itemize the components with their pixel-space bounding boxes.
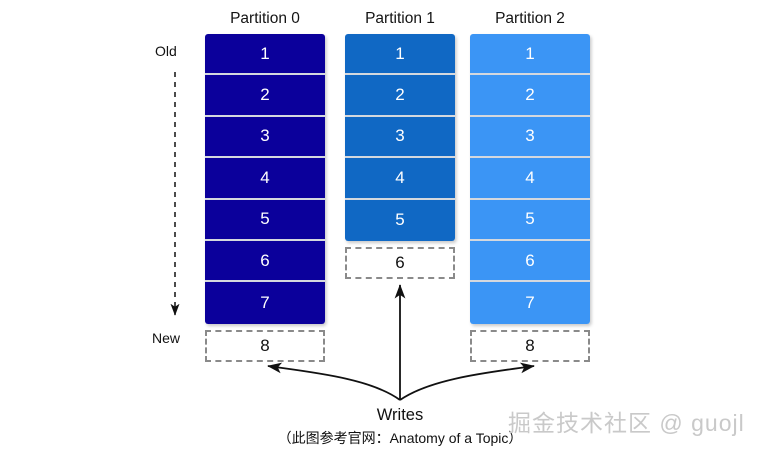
watermark: 掘金技术社区 @ guojl xyxy=(508,410,745,436)
partition-0-cell: 3 xyxy=(205,116,325,159)
partition-0-cell: 7 xyxy=(205,282,325,324)
partition-1-cell: 4 xyxy=(345,158,455,200)
partition-2-cell: 1 xyxy=(470,34,590,76)
partition-2-cell: 7 xyxy=(470,282,590,324)
partition-0-title: Partition 0 xyxy=(230,10,300,27)
partition-0-cell: 4 xyxy=(205,158,325,200)
partition-0-cell: 2 xyxy=(205,75,325,117)
axis-label-new: New xyxy=(152,330,181,346)
partition-0-cell: 1 xyxy=(205,34,325,76)
partition-1-cell: 3 xyxy=(345,116,455,159)
partition-1-stack: 1 2 3 4 5 xyxy=(345,34,455,241)
writes-arrow-partition-0 xyxy=(267,362,401,401)
writes-label: Writes xyxy=(376,406,424,424)
partition-0-column: 1 2 3 4 5 6 7 8 xyxy=(205,34,325,364)
partition-2-stack: 1 2 3 4 5 6 7 xyxy=(470,34,590,324)
partition-0-pending-cell: 8 xyxy=(205,330,325,362)
partition-1-column: 1 2 3 4 5 6 xyxy=(345,34,455,284)
diagram-caption: （此图参考官网：Anatomy of a Topic） xyxy=(277,430,523,446)
partition-2-title: Partition 2 xyxy=(495,10,565,27)
partition-1-cell: 5 xyxy=(345,199,455,241)
partition-0-stack: 1 2 3 4 5 6 7 xyxy=(205,34,325,324)
partition-0-cell: 6 xyxy=(205,240,325,283)
axis-label-old: Old xyxy=(155,43,177,59)
partition-1-cell: 2 xyxy=(345,75,455,117)
partition-2-cell: 6 xyxy=(470,240,590,283)
partition-2-cell: 2 xyxy=(470,75,590,117)
partition-2-column: 1 2 3 4 5 6 7 8 xyxy=(470,34,590,364)
partition-1-cell: 1 xyxy=(345,34,455,76)
partition-0-cell: 5 xyxy=(205,199,325,241)
partition-2-cell: 4 xyxy=(470,158,590,200)
writes-arrow-partition-2 xyxy=(399,362,535,401)
partition-1-title: Partition 1 xyxy=(365,10,435,27)
partition-2-cell: 3 xyxy=(470,116,590,159)
partition-2-cell: 5 xyxy=(470,199,590,241)
partition-1-pending-cell: 6 xyxy=(345,247,455,279)
partition-2-pending-cell: 8 xyxy=(470,330,590,362)
